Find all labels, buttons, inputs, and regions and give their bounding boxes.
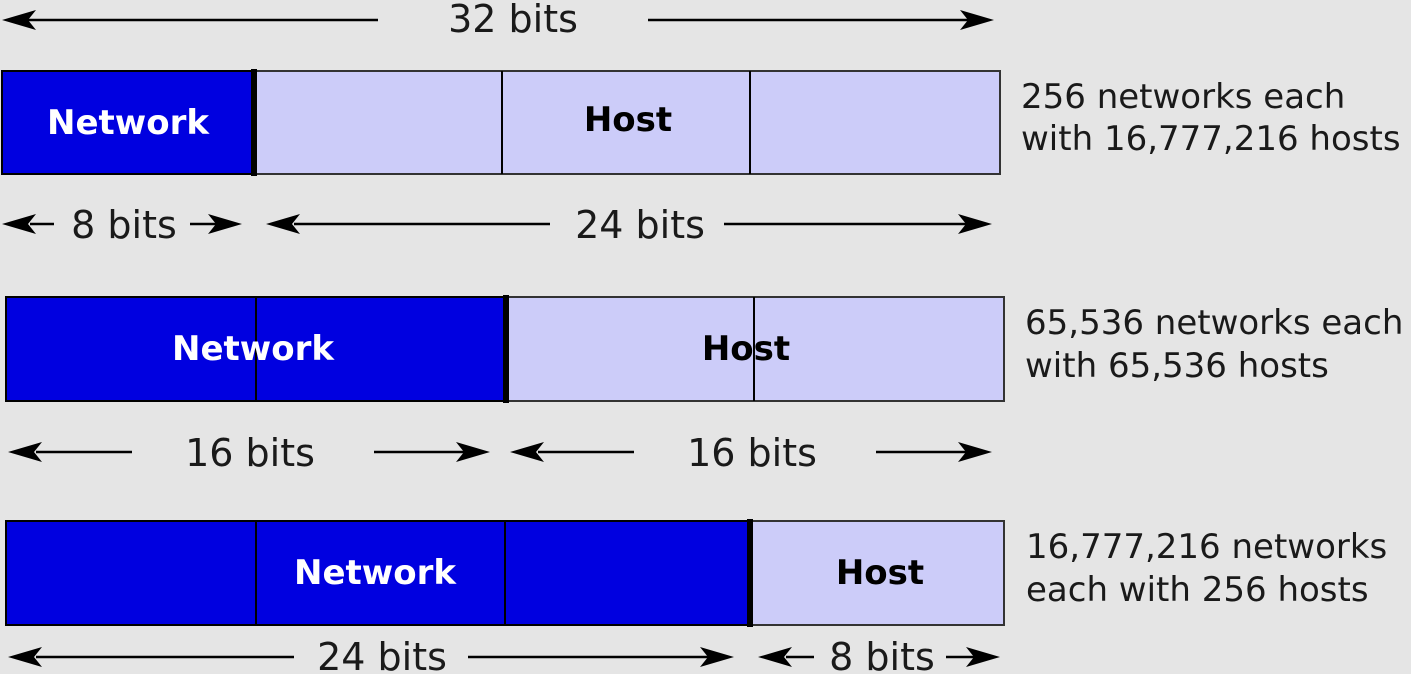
class-c-host-bits-label: 8 bits — [829, 635, 935, 674]
class-c-caption-line: each with 256 hosts — [1026, 570, 1369, 610]
class-c-network-bits-arrowhead-right — [700, 647, 734, 667]
class-c-network-bits-label: 24 bits — [317, 635, 447, 674]
class-b-network-label: Network — [172, 329, 335, 369]
total-bits-dimension: 32 bits — [2, 0, 994, 41]
class-a-network-bits-label: 8 bits — [71, 203, 177, 247]
class-c-row: Network Host 16,777,216 networks each wi… — [5, 519, 1398, 627]
class-a-caption: 256 networks each with 16,777,216 hosts — [1021, 77, 1401, 159]
class-a-network-segment — [1, 70, 255, 175]
class-b-network-bits-arrowhead-left — [8, 442, 42, 462]
class-a-host-label: Host — [584, 100, 672, 140]
class-c-caption-line: 16,777,216 networks — [1026, 527, 1387, 567]
total-bits-arrowhead-right — [960, 10, 994, 30]
class-b-caption-line: with 65,536 hosts — [1025, 346, 1329, 386]
class-c-network-label: Network — [294, 553, 457, 593]
class-b-host-bits-arrowhead-left — [510, 442, 544, 462]
class-b-caption-line: 65,536 networks each — [1025, 303, 1403, 343]
class-a-caption-line: with 16,777,216 hosts — [1021, 119, 1401, 159]
class-b-host-bits-label: 16 bits — [687, 431, 817, 475]
class-b-bits-dimension: 16 bits 16 bits — [8, 431, 992, 475]
class-c-host-label: Host — [836, 553, 924, 593]
total-bits-label: 32 bits — [448, 0, 578, 41]
class-a-host-bits-arrowhead-right — [958, 214, 992, 234]
class-c-host-bits-arrowhead-left — [758, 647, 792, 667]
class-b-network-bits-label: 16 bits — [185, 431, 315, 475]
class-a-network-label: Network — [47, 103, 210, 143]
class-b-host-bits-arrowhead-right — [958, 442, 992, 462]
class-c-caption: 16,777,216 networks each with 256 hosts — [1026, 527, 1398, 610]
class-a-host-segment — [253, 70, 1001, 175]
class-a-network-bits-arrowhead-right — [208, 214, 242, 234]
class-c-host-segment — [749, 520, 1005, 626]
class-b-host-label: Host — [702, 329, 790, 369]
class-c-host-bits-arrowhead-right — [966, 647, 1000, 667]
class-c-bits-dimension: 24 bits 8 bits — [8, 635, 1000, 674]
total-bits-arrowhead-left — [2, 10, 36, 30]
class-b-network-bits-arrowhead-right — [456, 442, 490, 462]
class-b-caption: 65,536 networks each with 65,536 hosts — [1025, 303, 1411, 386]
class-a-network-bits-arrowhead-left — [2, 214, 36, 234]
class-a-row: Network Host 256 networks each with 16,7… — [1, 69, 1401, 176]
class-a-host-bits-label: 24 bits — [575, 203, 705, 247]
class-a-host-bits-arrowhead-left — [266, 214, 300, 234]
class-c-network-bits-arrowhead-left — [8, 647, 42, 667]
class-a-caption-line: 256 networks each — [1021, 77, 1345, 117]
class-a-bits-dimension: 8 bits 24 bits — [2, 203, 992, 247]
class-b-row: Network Host 65,536 networks each with 6… — [5, 295, 1411, 403]
